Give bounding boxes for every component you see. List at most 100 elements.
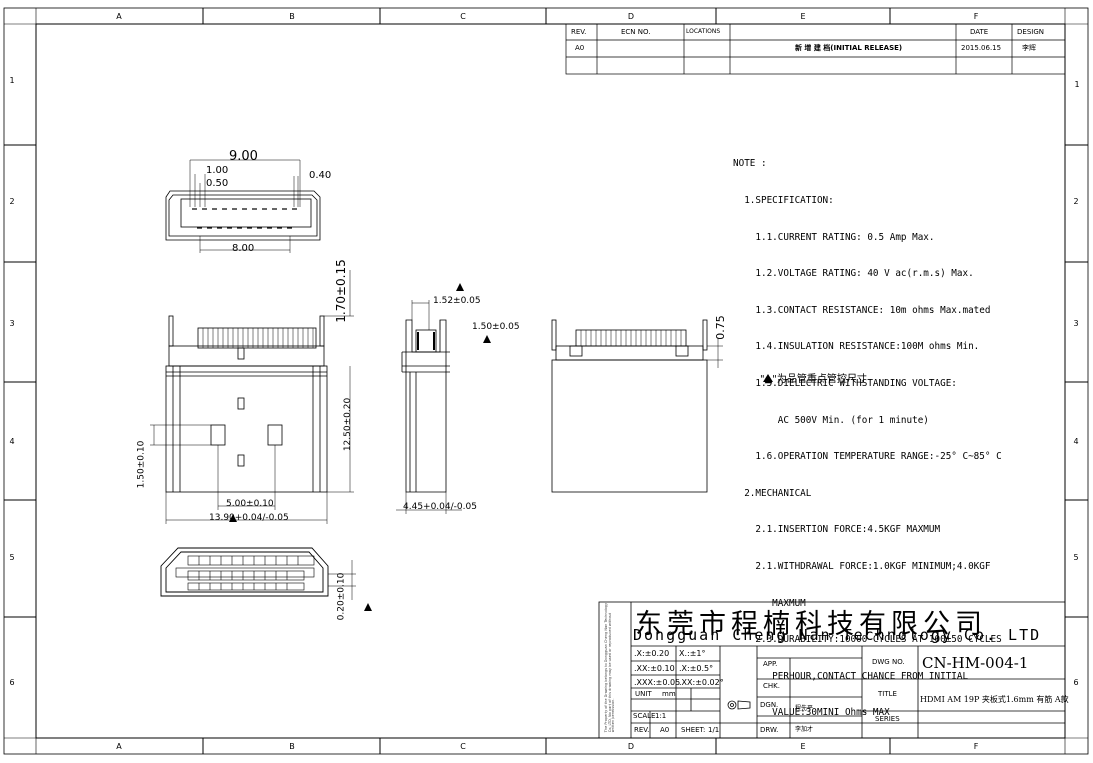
dgn-label: DGN. — [760, 701, 779, 709]
zone-row-3-right: 3 — [1073, 319, 1079, 328]
scale-value: 1:1 — [655, 712, 667, 720]
tolerance-1-b: X.:±1° — [679, 649, 706, 658]
tolerance-1-a: .X:±0.20 — [634, 649, 670, 658]
zone-col-b-bottom: B — [289, 742, 295, 751]
zone-col-d-top: D — [627, 12, 635, 21]
tolerance-3-b: .XX:±0.02° — [679, 678, 724, 687]
dim-pin-width: 0.40 — [309, 170, 332, 181]
note-line: 1.6.OPERATION TEMPERATURE RANGE:-25° C~8… — [733, 451, 1002, 463]
tolerance-2-a: .XX:±0.10 — [634, 664, 675, 673]
zone-col-c-top: C — [460, 12, 466, 21]
dim-hole-height: 1.50±0.10 — [136, 440, 147, 489]
rev-row-description: 新 增 建 档(INITIAL RELEASE) — [795, 44, 903, 52]
note-line: AC 500V Min. (for 1 minute) — [733, 414, 929, 426]
note-line: PERHOUR,CONTACT CHANCE FROM INITIAL — [733, 670, 969, 682]
scale-label: SCALE — [633, 712, 656, 720]
dim-pitch-half: 0.50 — [206, 178, 229, 189]
sheet-label: SHEET: — [681, 726, 706, 734]
dim-overall-height: 1.70±0.15 — [333, 259, 348, 323]
note-line: 2.MECHANICAL — [733, 487, 812, 499]
tolerance-3-a: .XXX:±0.05 — [634, 678, 681, 687]
dim-right-step: 0.75 — [713, 315, 727, 340]
side-view — [396, 300, 462, 514]
dim-body-length: 12.50±0.20 — [343, 397, 354, 452]
dim-pin-span: 8.00 — [232, 243, 255, 254]
top-view — [150, 270, 354, 524]
projection-symbol-icon — [727, 700, 751, 710]
company-name-cn: 东莞市程楠科技有限公司 — [635, 609, 987, 640]
critical-dimension-note: "▲"为品管重点管控尺寸 — [760, 374, 867, 385]
rev-header-rev: REV. — [571, 28, 587, 36]
zone-col-c-bottom: C — [460, 742, 466, 751]
zone-col-a-bottom: A — [116, 742, 122, 751]
zone-row-4-left: 4 — [9, 437, 15, 446]
title-block-frame — [598, 601, 1066, 739]
end-view — [160, 547, 356, 600]
chk-label: CHK. — [763, 682, 780, 690]
drw-label: DRW. — [760, 726, 779, 734]
zone-row-1-left: 1 — [9, 76, 15, 85]
note-line: 1.SPECIFICATION: — [733, 195, 834, 206]
dwg-no-label: DWG NO. — [872, 658, 905, 666]
right-view — [551, 319, 723, 493]
zone-row-3-left: 3 — [9, 319, 15, 328]
rev-row-design: 李辉 — [1022, 44, 1036, 52]
rev-row-date: 2015.06.15 — [961, 44, 1002, 52]
dim-front-width: 9.00 — [229, 149, 258, 164]
unit-value: mm — [662, 690, 676, 698]
note-line: 1.2.VOLTAGE RATING: 40 V ac(r.m.s) Max. — [733, 268, 974, 280]
zone-row-2-left: 2 — [9, 197, 15, 206]
zone-row-5-right: 5 — [1073, 553, 1079, 562]
rev-label: REV. — [634, 726, 650, 734]
zone-row-2-right: 2 — [1073, 197, 1079, 206]
critical-markers — [229, 283, 773, 611]
zone-col-f-top: F — [973, 12, 979, 21]
rev-value: A0 — [660, 726, 670, 734]
rev-header-ecn: ECN NO. — [621, 28, 651, 36]
note-line: 1.3.CONTACT RESISTANCE: 10m ohms Max.mat… — [733, 304, 991, 316]
note-line: 1.1.CURRENT RATING: 0.5 Amp Max. — [733, 231, 935, 243]
rev-header-locations: LOCATIONS — [686, 28, 721, 35]
front-view — [165, 159, 321, 253]
dim-side-mid: 1.50±0.05 — [472, 322, 520, 332]
note-line: MAXMUM — [733, 597, 806, 609]
zone-col-e-top: E — [800, 12, 806, 21]
tolerance-2-b: .X:±0.5° — [679, 664, 714, 673]
zone-row-5-left: 5 — [9, 553, 15, 562]
title-block-side-note: The Property of the Drawing belongs to D… — [603, 602, 615, 733]
note-line: VALUE:30MINI Ohms MAX — [733, 707, 890, 719]
rev-header-date: DATE — [970, 28, 989, 36]
drw-value: 李加才 — [795, 726, 814, 733]
sheet-value: 1/1 — [708, 726, 720, 734]
app-label: APP. — [763, 660, 778, 668]
unit-label: UNIT — [635, 690, 652, 698]
dim-shell-width: 13.90+0.04/-0.05 — [209, 513, 289, 523]
zone-col-b-top: B — [289, 12, 295, 21]
note-line: 2.1.WITHDRAWAL FORCE:1.0KGF MINIMUM;4.0K… — [733, 560, 991, 572]
dim-side-thickness: 4.45+0.04/-0.05 — [403, 502, 477, 512]
series-label: SERIES — [875, 715, 900, 723]
zone-col-f-bottom: F — [973, 742, 979, 751]
zone-row-1-right: 1 — [1074, 80, 1080, 89]
title-label: TITLE — [878, 690, 897, 698]
note-line: 2.1.INSERTION FORCE:4.5KGF MAXMUM — [733, 524, 941, 536]
zone-col-d-bottom: D — [627, 742, 635, 751]
zone-row-6-right: 6 — [1073, 678, 1079, 687]
note-line: 2.3.DURABILITY:10000 CYCLES AT 100±50 CY… — [733, 634, 1002, 646]
dgn-value: 程先平 — [795, 705, 814, 712]
zone-row-4-right: 4 — [1073, 437, 1079, 446]
note-line: NOTE : — [733, 158, 767, 170]
drawing-title: HDMI AM 19P 夹板式1.6mm 有筋 A款 — [920, 695, 1069, 704]
revision-block — [565, 23, 1066, 75]
drawing-number: CN-HM-004-1 — [922, 654, 1029, 672]
note-line: 1.5.DIELECTRIC WITHSTANDING VOLTAGE: — [733, 377, 957, 389]
dim-pitch-top: 1.00 — [206, 165, 229, 176]
zone-col-a-top: A — [116, 12, 122, 21]
dim-side-top: 1.52±0.05 — [433, 296, 481, 306]
company-name-en: Dongguan Cheng Nan Technology Co. LTD — [633, 626, 1042, 644]
zone-col-e-bottom: E — [800, 742, 806, 751]
rev-row-rev: A0 — [575, 44, 585, 52]
dim-hole-spacing: 5.00±0.10 — [226, 499, 274, 509]
rev-header-design: DESIGN — [1017, 28, 1044, 36]
